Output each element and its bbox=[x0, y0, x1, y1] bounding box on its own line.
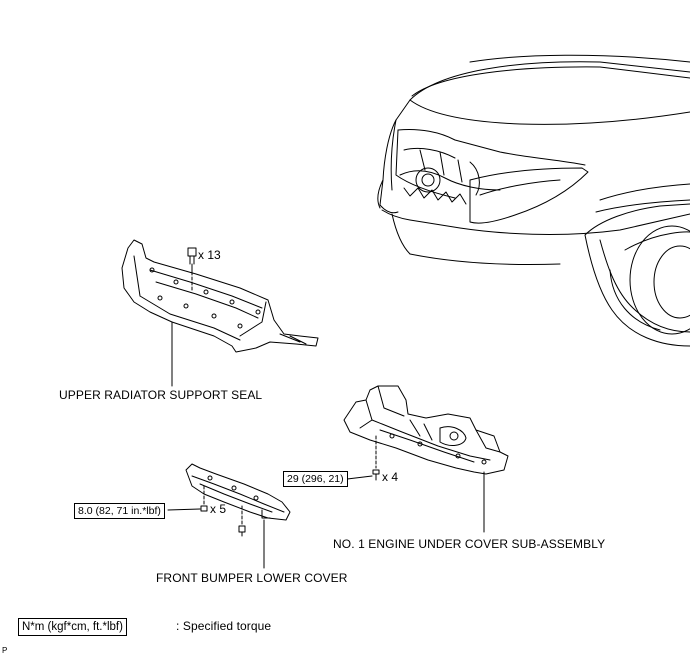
upper-radiator-support-seal-part bbox=[121, 239, 319, 353]
clip-quantity: x 13 bbox=[198, 248, 221, 262]
bolt-icon-small bbox=[200, 505, 246, 537]
legend-unit-box: N*m (kgf*cm, ft.*lbf) bbox=[18, 618, 127, 636]
bolt-icon bbox=[372, 469, 380, 481]
label-engine-under-cover: NO. 1 ENGINE UNDER COVER SUB-ASSEMBLY bbox=[333, 537, 606, 551]
torque-box-bumper-cover: 8.0 (82, 71 in.*lbf) bbox=[74, 503, 165, 519]
footer-mark: P bbox=[2, 646, 8, 655]
vehicle-front-illustration bbox=[377, 54, 690, 347]
label-front-bumper-lower-cover: FRONT BUMPER LOWER COVER bbox=[156, 571, 348, 585]
front-bumper-lower-cover-part bbox=[185, 463, 291, 521]
bolt-quantity-4: x 4 bbox=[382, 470, 399, 484]
torque-box-engine-cover: 29 (296, 21) bbox=[283, 471, 348, 487]
engine-under-cover-part bbox=[343, 385, 509, 475]
clip-fastener-icon bbox=[187, 247, 197, 273]
label-upper-radiator-support-seal: UPPER RADIATOR SUPPORT SEAL bbox=[59, 388, 263, 402]
torque-leader-8 bbox=[167, 508, 201, 511]
bolt-quantity-5: x 5 bbox=[210, 502, 227, 516]
legend-text: : Specified torque bbox=[176, 619, 272, 633]
